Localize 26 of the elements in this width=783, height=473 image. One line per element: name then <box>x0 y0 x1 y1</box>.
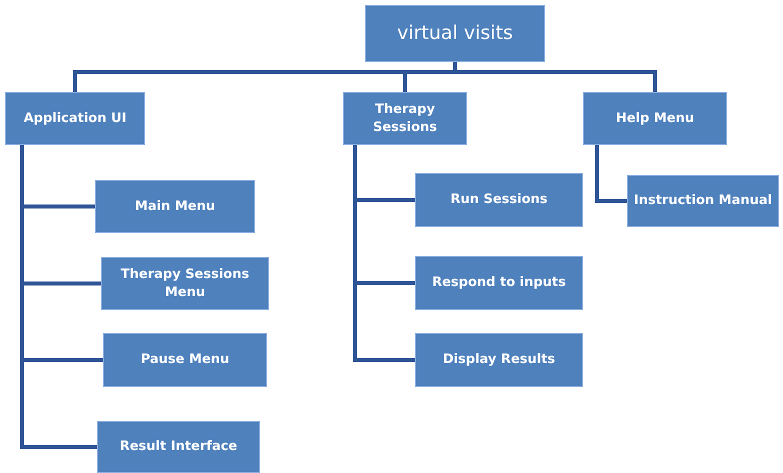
category-box <box>5 92 145 145</box>
category-box <box>101 257 269 310</box>
connector-line <box>595 145 627 203</box>
category-box <box>415 173 583 227</box>
category-box <box>627 175 779 227</box>
category-box <box>415 333 583 387</box>
node-label: Pause Menu <box>140 351 230 369</box>
category-box <box>415 256 583 310</box>
node-label: Instruction Manual <box>634 192 772 210</box>
node-label: Therapy Sessions Menu <box>120 266 250 302</box>
category-box <box>343 92 467 145</box>
category-box <box>97 421 260 473</box>
category-box <box>583 92 727 145</box>
node-label: Result Interface <box>120 438 238 456</box>
node-label: Help Menu <box>616 110 694 128</box>
node-label: Therapy Sessions <box>372 100 438 136</box>
node-label: Run Sessions <box>450 191 548 209</box>
node-label: Display Results <box>442 351 556 369</box>
node-label: Main Menu <box>134 198 216 216</box>
title-box <box>365 5 545 62</box>
category-box <box>103 333 267 387</box>
category-box <box>95 180 255 233</box>
node-label: Application UI <box>24 110 126 128</box>
node-label: virtual visits <box>397 20 513 46</box>
connector-line <box>453 62 657 92</box>
node-label: Respond to inputs <box>432 274 566 292</box>
